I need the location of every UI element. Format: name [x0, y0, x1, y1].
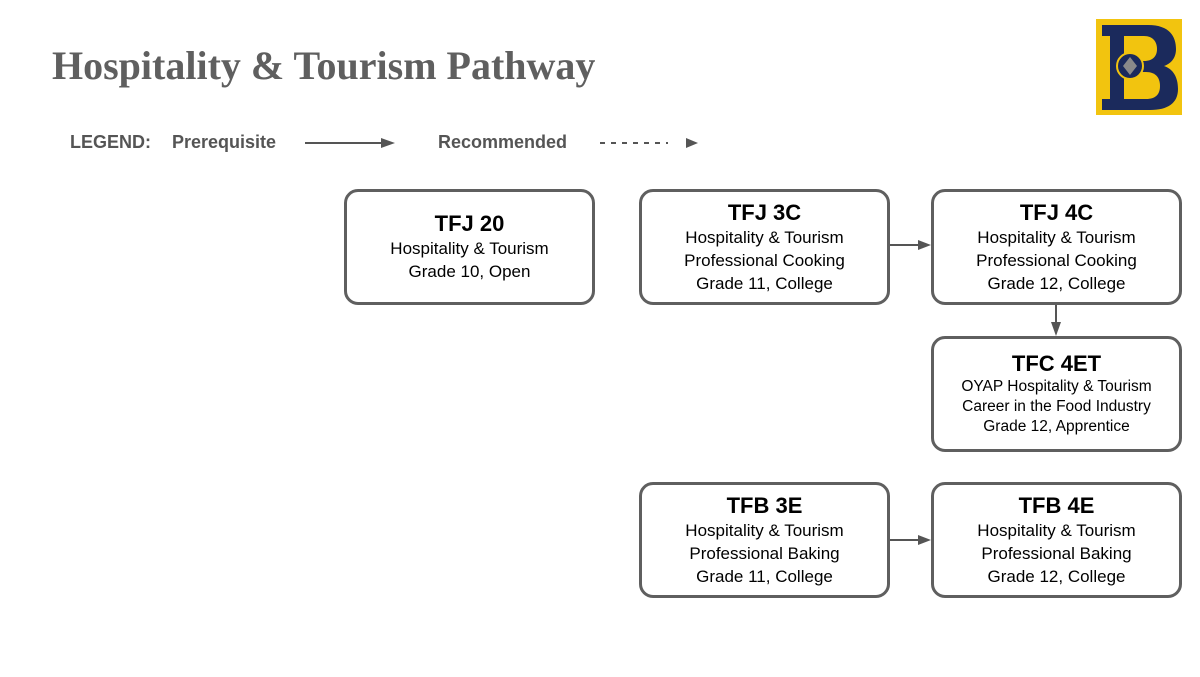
course-grade: Grade 11, College [696, 273, 833, 293]
course-box-tfj20: TFJ 20 Hospitality & Tourism Grade 10, O… [344, 189, 595, 305]
course-box-tfc4et: TFC 4ET OYAP Hospitality & Tourism Caree… [931, 336, 1182, 452]
course-specialty: Professional Cooking [976, 250, 1137, 270]
course-code: TFJ 4C [1019, 199, 1094, 225]
course-subject: OYAP Hospitality & Tourism [961, 378, 1152, 395]
course-code: TFC 4ET [1011, 351, 1102, 376]
course-grade: Grade 12, College [987, 566, 1126, 586]
course-code: TFJ 3C [727, 199, 802, 225]
legend-prerequisite-label: Prerequisite [172, 132, 277, 152]
course-grade: Grade 11, College [696, 566, 833, 586]
page-title: Hospitality & Tourism Pathway [52, 43, 596, 88]
course-grade: Grade 12, Apprentice [983, 418, 1130, 435]
course-subject: Hospitality & Tourism [390, 239, 549, 258]
arrow-tfb3e-to-tfb4e [890, 535, 931, 545]
course-box-tfj4c: TFJ 4C Hospitality & Tourism Professiona… [931, 189, 1182, 305]
course-box-tfb3e: TFB 3E Hospitality & Tourism Professiona… [639, 482, 890, 598]
course-code: TFB 4E [1018, 492, 1095, 518]
course-subject: Hospitality & Tourism [977, 227, 1136, 247]
legend: LEGEND: Prerequisite Recommended [70, 132, 730, 154]
course-subject: Hospitality & Tourism [977, 520, 1136, 540]
prerequisite-arrow-icon [305, 138, 395, 148]
course-grade: Grade 12, College [987, 273, 1126, 293]
school-logo [1096, 19, 1182, 115]
course-code: TFJ 20 [434, 211, 505, 236]
arrow-tfj4c-to-tfc4et [1051, 305, 1061, 336]
course-specialty: Professional Baking [689, 543, 840, 563]
legend-label: LEGEND: [70, 132, 151, 152]
course-code: TFB 3E [726, 492, 803, 518]
recommended-arrow-icon [600, 138, 698, 148]
course-box-tfj3c: TFJ 3C Hospitality & Tourism Professiona… [639, 189, 890, 305]
arrow-tfj3c-to-tfj4c [890, 240, 931, 250]
course-subject: Hospitality & Tourism [685, 520, 844, 540]
course-specialty: Professional Baking [981, 543, 1132, 563]
course-grade: Grade 10, Open [408, 262, 531, 281]
course-box-tfb4e: TFB 4E Hospitality & Tourism Professiona… [931, 482, 1182, 598]
course-subject: Hospitality & Tourism [685, 227, 844, 247]
course-specialty: Career in the Food Industry [962, 398, 1151, 415]
legend-recommended-label: Recommended [438, 132, 568, 152]
course-specialty: Professional Cooking [684, 250, 845, 270]
